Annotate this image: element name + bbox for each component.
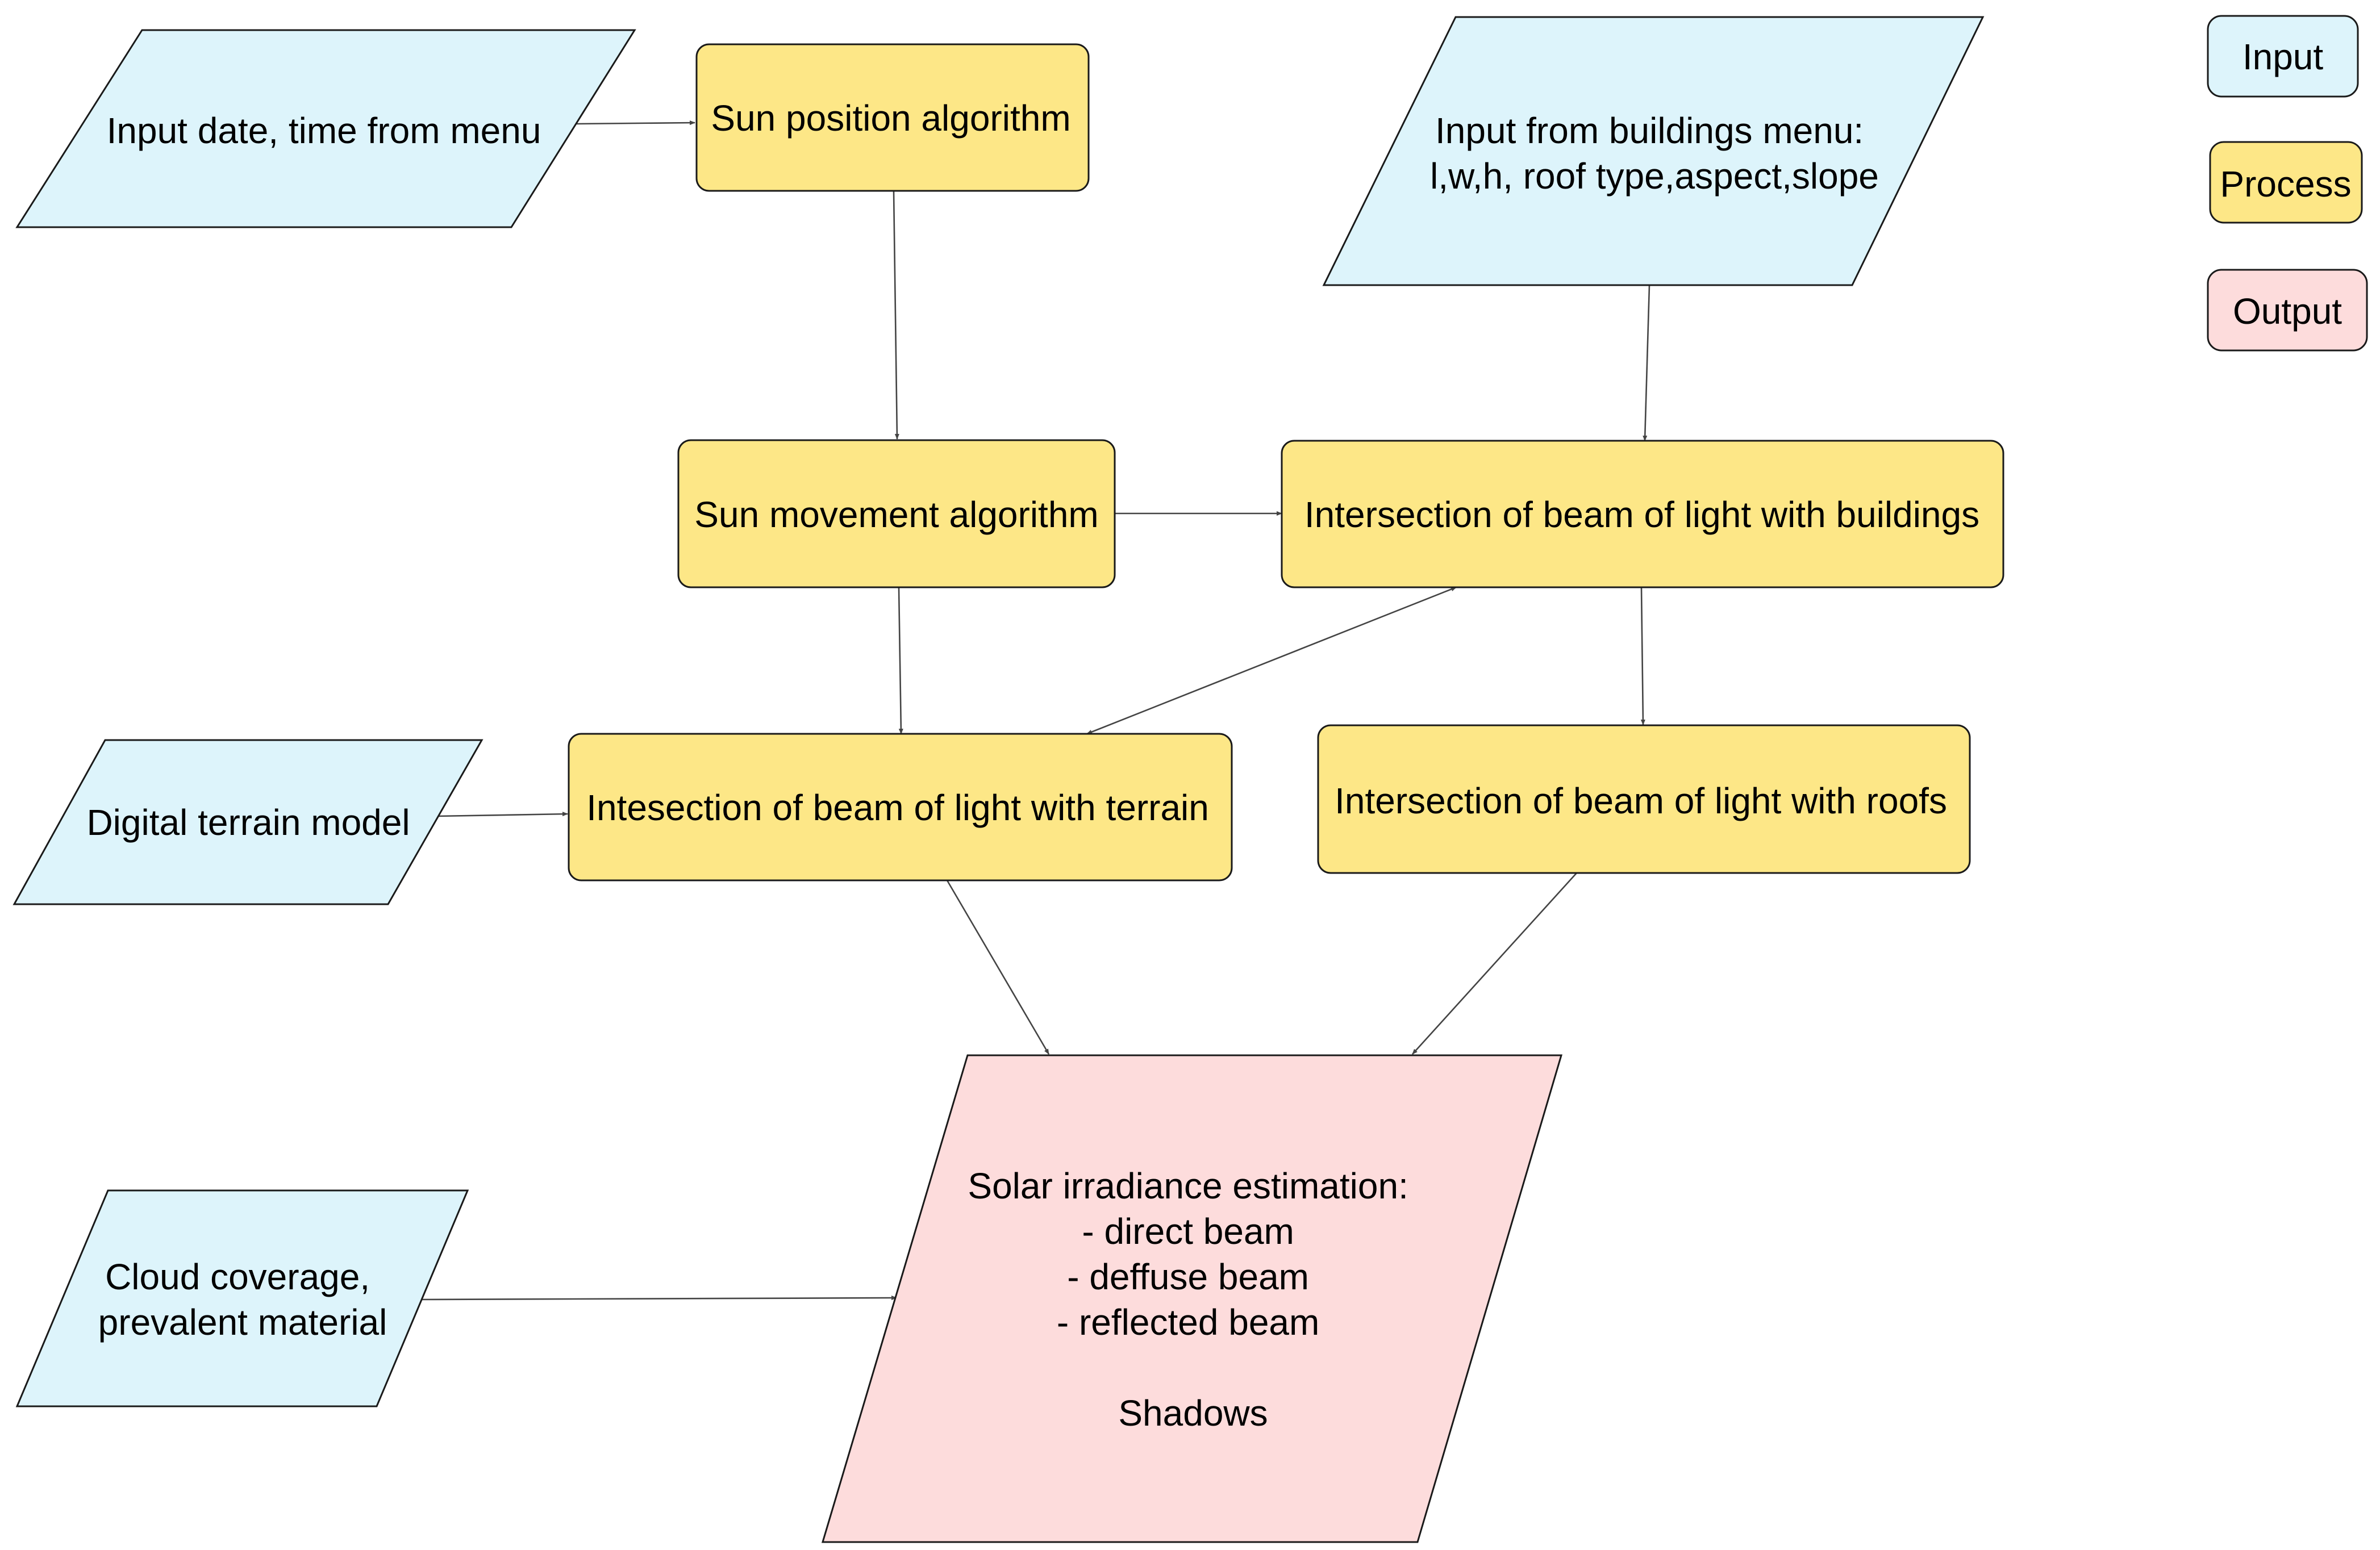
input-terrain-label: Digital terrain model bbox=[86, 802, 410, 843]
output-solar-irradiance-label: Solar irradiance estimation: - direct be… bbox=[968, 1165, 1418, 1434]
process-sun-position-node: Sun position algorithm bbox=[695, 43, 1090, 192]
process-beam-terrain-node: Intesection of beam of light with terrai… bbox=[568, 733, 1233, 881]
legend-input-label: Input bbox=[2243, 36, 2324, 77]
input-terrain-node: Digital terrain model bbox=[12, 739, 483, 905]
edge-beam-buildings-to-beam-terrain bbox=[1086, 586, 1457, 735]
input-cloud-node: Cloud coverage, prevalent material bbox=[15, 1189, 469, 1407]
edge-sun-movement-to-beam-terrain bbox=[898, 587, 903, 734]
process-sun-position-label: Sun position algorithm bbox=[711, 98, 1070, 139]
edge-beam-buildings-to-beam-roofs bbox=[1640, 587, 1645, 725]
edge-terrain-input-to-beam-terrain bbox=[436, 812, 568, 817]
input-date-time-node: Input date, time from menu bbox=[15, 29, 636, 228]
legend-process-label: Process bbox=[2220, 164, 2351, 204]
process-beam-roofs-node: Intersection of beam of light with roofs bbox=[1317, 724, 1971, 874]
legend-process-item: Process bbox=[2209, 141, 2363, 224]
legend-input-item: Input bbox=[2207, 15, 2359, 98]
edge-beam-roofs-to-solar-output bbox=[1412, 872, 1577, 1055]
input-buildings-label: Input from buildings menu: l,w,h, roof t… bbox=[1430, 110, 1879, 197]
edge-cloud-input-to-solar-output bbox=[419, 1296, 897, 1301]
output-solar-irradiance-node: Solar irradiance estimation: - direct be… bbox=[821, 1054, 1563, 1543]
process-beam-buildings-label: Intersection of beam of light with build… bbox=[1304, 494, 1979, 535]
process-sun-movement-node: Sun movement algorithm bbox=[677, 439, 1116, 588]
legend-output-item: Output bbox=[2207, 269, 2368, 352]
edges bbox=[419, 120, 1650, 1301]
edge-date-time-to-sun-position bbox=[576, 120, 695, 126]
input-cloud-label: Cloud coverage, prevalent material bbox=[98, 1256, 387, 1343]
edge-buildings-input-to-beam-buildings bbox=[1643, 285, 1650, 441]
input-date-time-label: Input date, time from menu bbox=[107, 110, 541, 151]
process-sun-movement-label: Sun movement algorithm bbox=[694, 494, 1098, 535]
edge-beam-terrain-to-solar-output bbox=[946, 880, 1050, 1055]
process-beam-terrain-label: Intesection of beam of light with terrai… bbox=[586, 787, 1209, 828]
input-buildings-node: Input from buildings menu: l,w,h, roof t… bbox=[1322, 16, 1985, 286]
process-beam-roofs-label: Intersection of beam of light with roofs bbox=[1335, 780, 1947, 821]
legend-output-label: Output bbox=[2233, 291, 2342, 332]
legend: Input Process Output bbox=[2207, 15, 2368, 352]
process-beam-buildings-node: Intersection of beam of light with build… bbox=[1281, 440, 2004, 588]
edge-sun-position-to-sun-movement bbox=[893, 190, 899, 440]
